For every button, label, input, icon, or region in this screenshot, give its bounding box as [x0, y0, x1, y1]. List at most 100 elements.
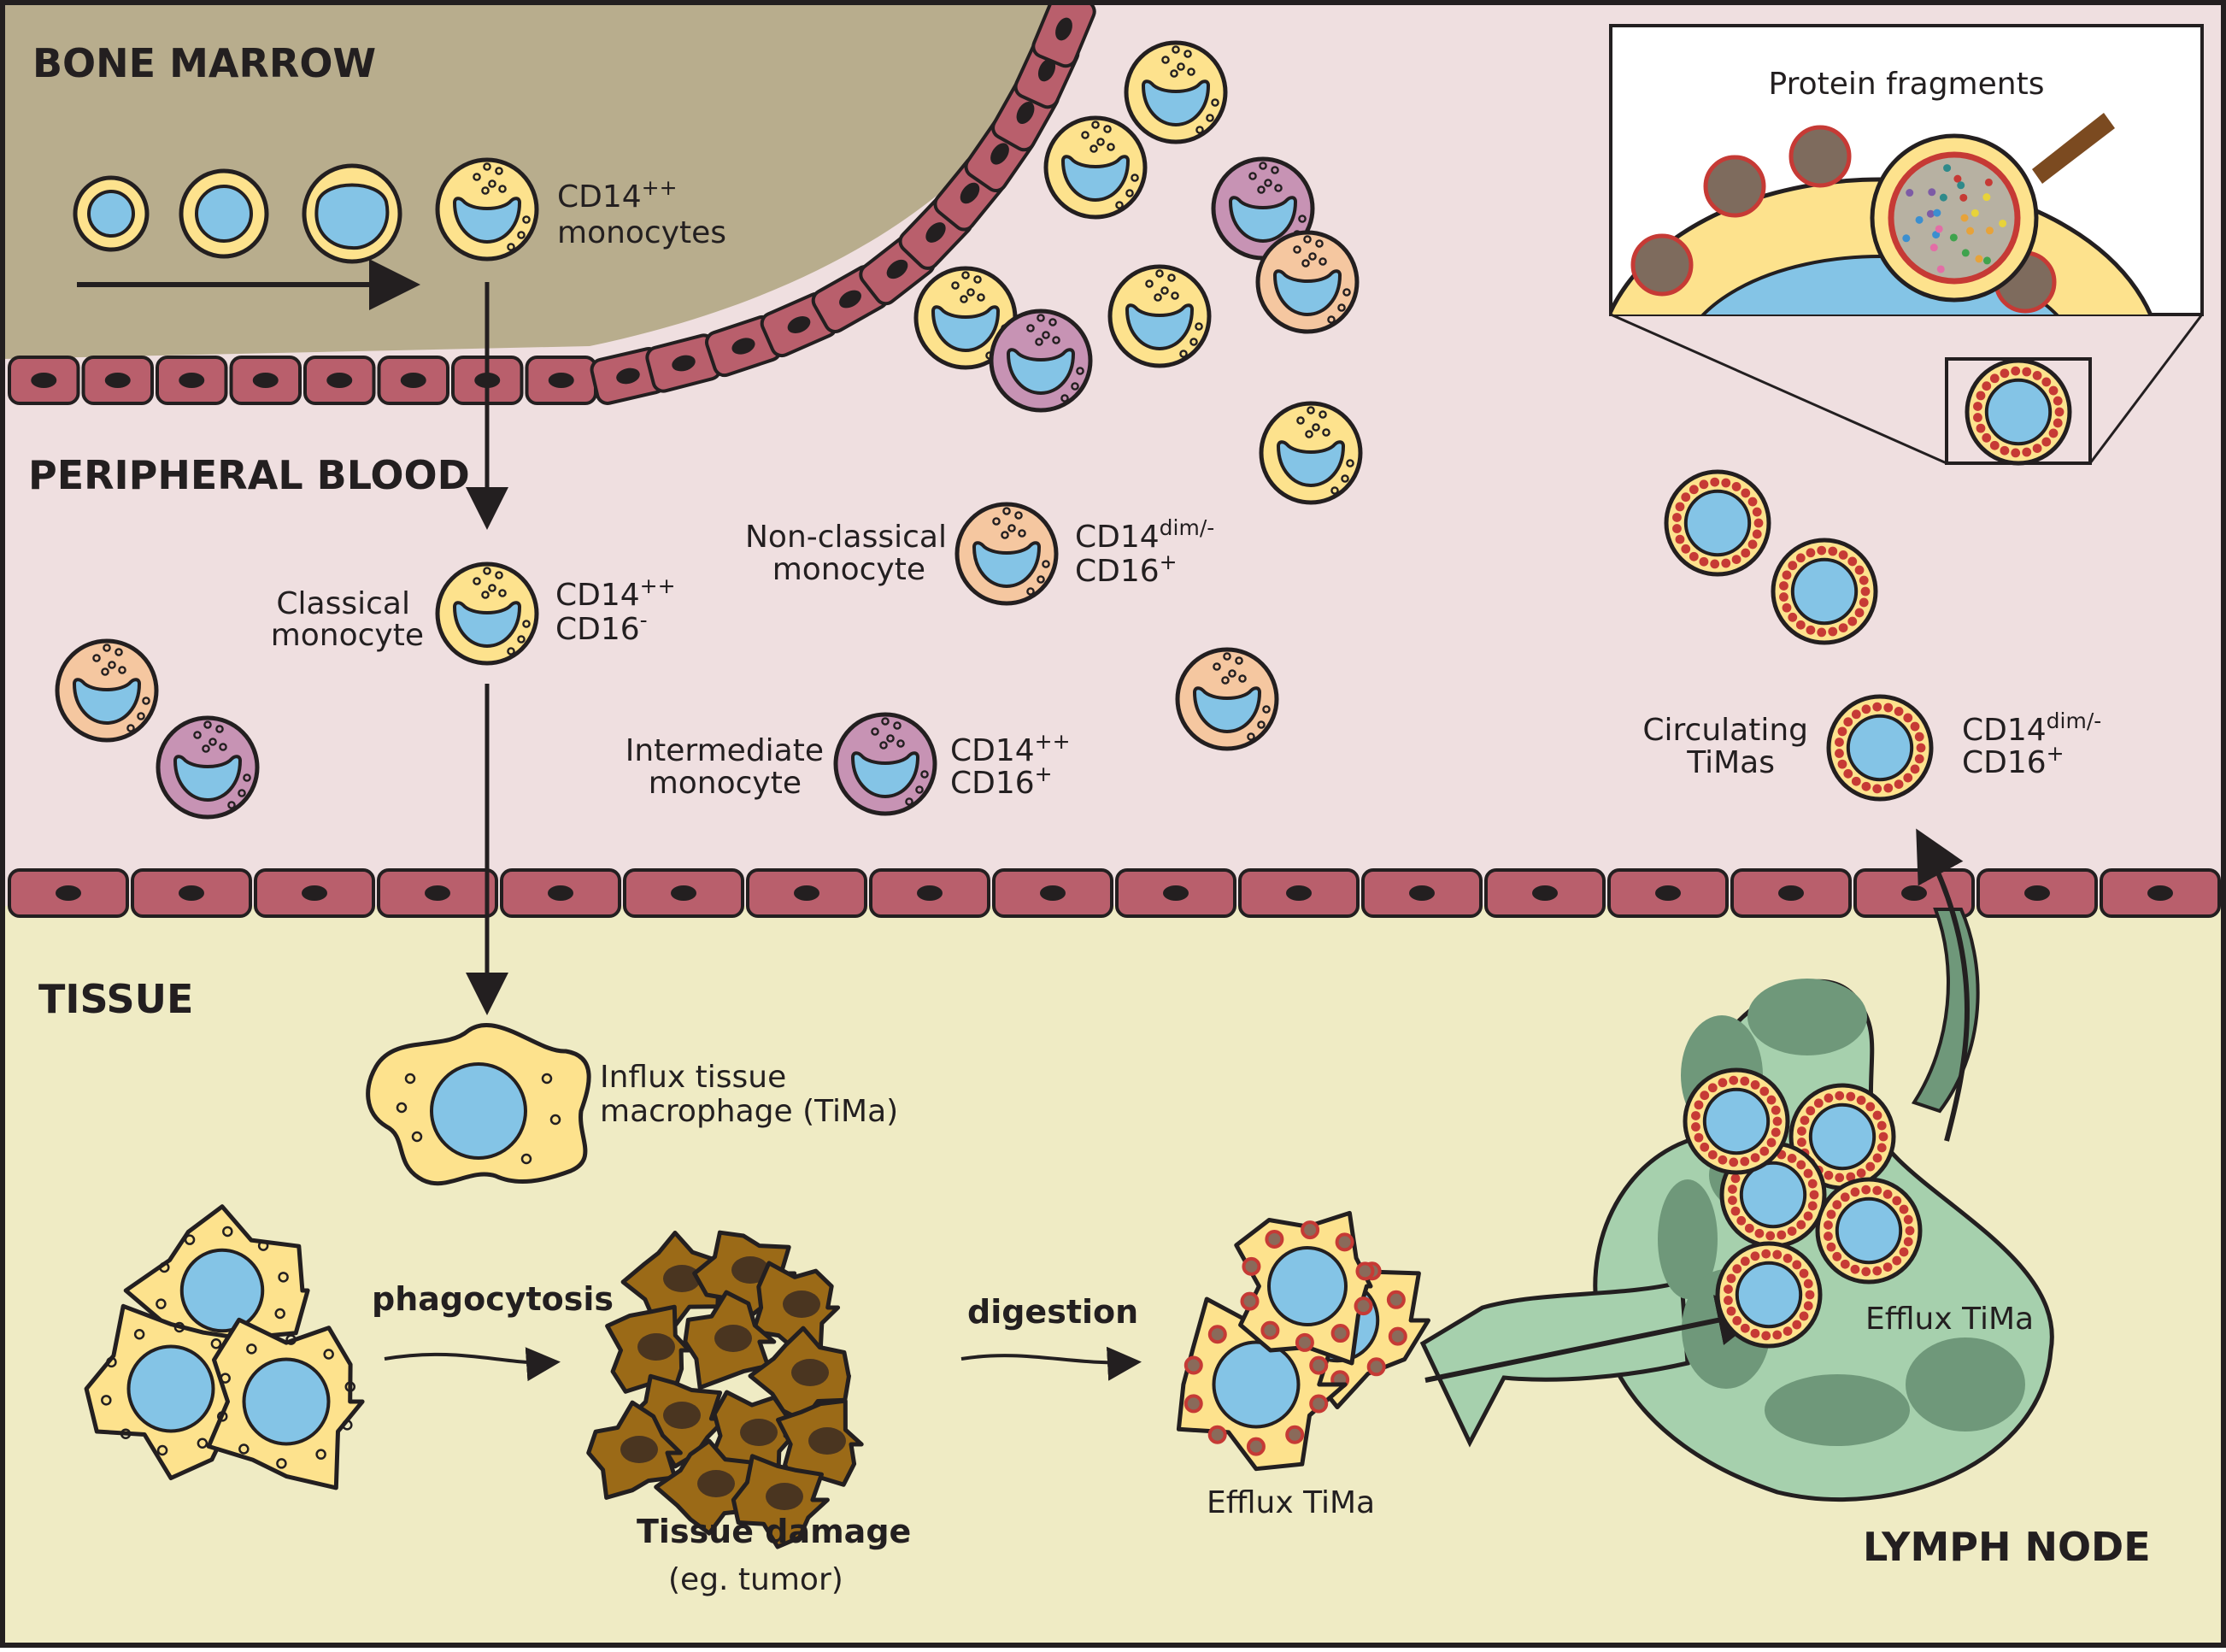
protein-fragment [1928, 188, 1936, 197]
fragment-spot [2041, 377, 2052, 387]
fragment-spot [1838, 623, 1848, 633]
phagosome [1207, 1425, 1227, 1444]
endothelial-nucleus [1532, 885, 1558, 901]
fragment-spot [1707, 1149, 1718, 1160]
circulating-monocyte [913, 266, 1018, 370]
phagosome [1260, 1320, 1280, 1340]
fragment-spot [1675, 534, 1685, 544]
circulating-monocytes [55, 40, 1363, 820]
fragment-spot [1877, 1120, 1887, 1131]
vesicle [216, 1411, 228, 1422]
fragment-spot [1865, 1161, 1876, 1172]
tissue-damage-label: Tissue damage [637, 1513, 911, 1550]
fragment-spot [1872, 1110, 1882, 1120]
circulating-tima [1826, 694, 1934, 802]
fragment-spot [1782, 603, 1792, 613]
vesicle [520, 1153, 532, 1165]
fragment-spot [2032, 370, 2042, 380]
kidney-nucleus [173, 755, 243, 802]
kidney-nucleus [1141, 79, 1211, 127]
damaged-cell-nucleus [620, 1436, 658, 1463]
fragment-spot [1732, 1315, 1742, 1326]
endothelial-nucleus [731, 338, 755, 355]
kidney-nucleus [931, 305, 1001, 353]
fragment-spot [1724, 1296, 1733, 1305]
fragment-spot [1872, 1153, 1882, 1163]
circulating-monocyte [1124, 40, 1228, 144]
fragment-spot [1799, 1268, 1809, 1279]
vesicle [106, 1356, 117, 1368]
fragment-spot [1747, 539, 1758, 550]
fragment-spot [1754, 1228, 1765, 1238]
vesicle [549, 1114, 561, 1126]
protein-fragment [1960, 214, 1969, 222]
kidney-nucleus [972, 541, 1042, 589]
fragment-spot [1817, 627, 1827, 638]
vesicle [396, 1102, 408, 1114]
vesicle [238, 1443, 250, 1455]
endothelial-nucleus [990, 143, 1009, 165]
fragment-spot [1732, 1264, 1742, 1274]
fragment-spot [1797, 1126, 1806, 1136]
protein-fragment [1999, 219, 2007, 227]
macrophage-nucleus [126, 1344, 215, 1433]
endothelial-nucleus [839, 290, 861, 309]
fragment-spot [1856, 1168, 1866, 1179]
fragment-spot [1795, 620, 1806, 630]
fragment-spot [1903, 713, 1913, 723]
circulating-tima [1965, 358, 2072, 466]
fragment-spot [1835, 738, 1844, 747]
fragment-spot [1973, 413, 1982, 422]
fragment-spot [2053, 418, 2063, 428]
fragment-spot [1882, 1189, 1893, 1199]
fragment-spot [1796, 1160, 1806, 1170]
upper-vessel-wall [8, 0, 1096, 405]
magnifier-handle [2032, 113, 2115, 184]
kidney-nucleus [1125, 303, 1195, 351]
vesicle [173, 1321, 185, 1333]
round-nucleus [1790, 557, 1859, 626]
fragment-spot [1806, 625, 1816, 635]
fragment-spot [2041, 437, 2052, 447]
phagosome [1330, 1324, 1350, 1343]
vesicle [210, 1338, 222, 1349]
fragment-spot [1730, 1173, 1741, 1184]
bone-marrow-monocytes-label: monocytes [557, 215, 726, 250]
fragment-spot [1744, 1223, 1754, 1233]
lymph-node-title: LYMPH NODE [1863, 1524, 2151, 1570]
classical-monocyte [435, 561, 539, 666]
fragment-spot [1691, 1122, 1700, 1132]
fragment-spot [1807, 1201, 1818, 1211]
endothelial-nucleus [1055, 17, 1072, 41]
bone-marrow-region [3, 3, 1075, 359]
intermediate-monocyte [833, 712, 937, 816]
fragment-spot [1872, 1266, 1882, 1276]
vesicle [159, 1261, 170, 1273]
bone-marrow-cd14-monocyte [435, 157, 539, 262]
vesicle [342, 1420, 353, 1431]
phagocytosis-label: phagocytosis [372, 1280, 614, 1318]
fragment-spot [1689, 485, 1699, 495]
round-nucleus [1984, 378, 2053, 446]
fragment-spot [1877, 1143, 1887, 1153]
round-nucleus [1846, 714, 1914, 782]
protein-fragment [1915, 215, 1924, 224]
circulating-tima [1664, 469, 1771, 577]
fragment-spot [1837, 759, 1847, 769]
fragment-spot [1882, 1262, 1893, 1273]
fragment-spot [1752, 507, 1762, 517]
fragment-spot [2000, 445, 2010, 456]
endothelial-nucleus [326, 373, 353, 388]
protein-fragment [1906, 189, 1914, 197]
fragment-spot [1861, 704, 1871, 714]
vesicle [220, 1373, 231, 1384]
vesicle [184, 1234, 196, 1245]
efflux-tima [1815, 1177, 1923, 1285]
fragment-spot [1718, 1078, 1728, 1088]
fragment-spot [1731, 555, 1741, 565]
fragment-spot [1828, 626, 1838, 637]
fragment-spot [1788, 612, 1798, 622]
endothelial-cell-group [590, 347, 667, 405]
fragment-spot [1699, 479, 1709, 490]
